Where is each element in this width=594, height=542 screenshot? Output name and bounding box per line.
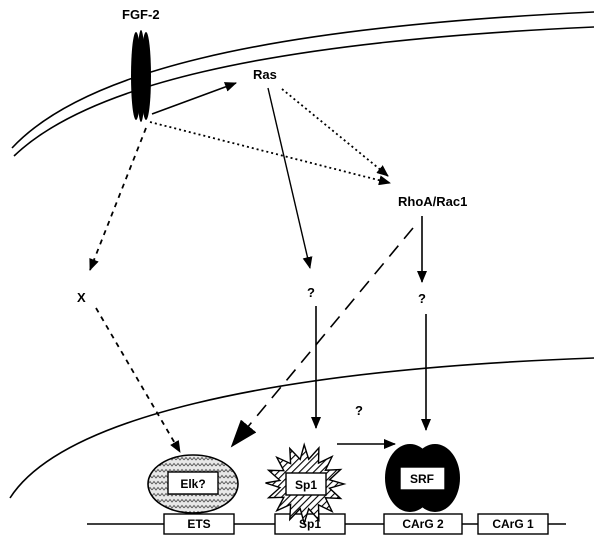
rhoa-rac1-label: RhoA/Rac1: [398, 194, 467, 209]
elk-factor: Elk?: [148, 455, 238, 513]
arrow-ras-to-question: [268, 88, 310, 268]
sp1-element: Sp1: [275, 514, 345, 534]
arrow-fgf2-to-ras: [152, 83, 236, 114]
ets-element: ETS: [164, 514, 234, 534]
svg-text:Sp1: Sp1: [295, 478, 317, 492]
arrow-fgf2-to-x: [90, 128, 146, 270]
carg2-element: CArG 2: [384, 514, 462, 534]
question-mark-rho: ?: [418, 291, 426, 306]
arrow-fgf2-to-rho: [150, 122, 390, 183]
carg1-element: CArG 1: [478, 514, 548, 534]
cell-membrane: [12, 12, 594, 156]
ras-label: Ras: [253, 67, 277, 82]
arrow-rho-to-elk: [232, 228, 413, 446]
sp1-factor: Sp1: [266, 445, 345, 523]
question-mark-sp1-srf: ?: [355, 403, 363, 418]
svg-text:CArG 2: CArG 2: [402, 517, 444, 531]
svg-text:Elk?: Elk?: [180, 477, 205, 491]
question-mark-ras: ?: [307, 285, 315, 300]
arrow-ras-to-rho: [282, 89, 388, 176]
fgf2-receptor: [131, 30, 151, 122]
svg-text:CArG 1: CArG 1: [492, 517, 534, 531]
svg-text:ETS: ETS: [187, 517, 210, 531]
svg-text:SRF: SRF: [410, 472, 434, 486]
x-label: X: [77, 290, 86, 305]
fgf2-label: FGF-2: [122, 7, 160, 22]
srf-factor: SRF: [385, 444, 460, 512]
